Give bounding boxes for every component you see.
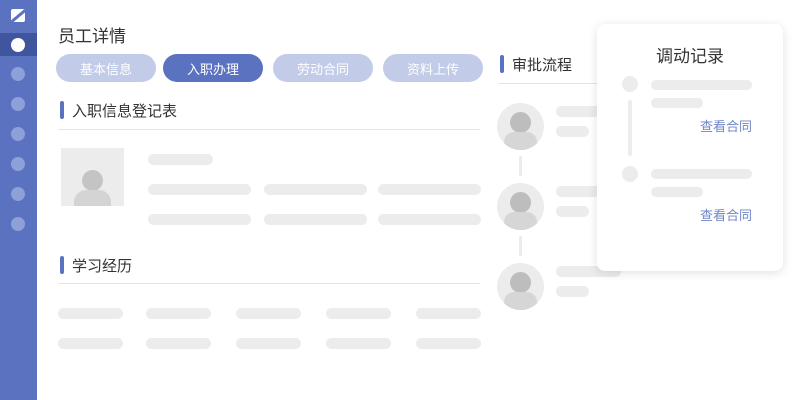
skeleton-line — [236, 338, 301, 349]
flow-connector — [519, 156, 522, 176]
section-marker — [60, 256, 64, 274]
skeleton-line — [556, 126, 589, 137]
flow-connector — [519, 236, 522, 256]
tab-document-upload[interactable]: 资料上传 — [383, 54, 483, 82]
section-title-education: 学习经历 — [72, 257, 133, 275]
skeleton-line — [326, 308, 391, 319]
skeleton-line — [148, 184, 251, 195]
timeline-dot — [622, 166, 638, 182]
tab-labor-contract[interactable]: 劳动合同 — [273, 54, 373, 82]
transfer-record-card: 调动记录 查看合同 查看合同 — [597, 24, 783, 271]
section-marker — [60, 101, 64, 119]
skeleton-line — [416, 308, 481, 319]
skeleton-line — [556, 286, 589, 297]
timeline-line — [628, 100, 632, 156]
skeleton-line — [148, 154, 213, 165]
approver-avatar — [497, 183, 544, 230]
skeleton-line — [58, 308, 123, 319]
skeleton-line — [378, 214, 481, 225]
skeleton-line — [556, 266, 621, 277]
skeleton-line — [264, 184, 367, 195]
skeleton-line — [326, 338, 391, 349]
skeleton-line — [416, 338, 481, 349]
divider — [58, 129, 480, 130]
skeleton-line — [556, 206, 589, 217]
page-title: 员工详情 — [58, 27, 126, 47]
skeleton-line — [146, 338, 211, 349]
section-marker — [500, 55, 504, 73]
sidebar-item-1[interactable] — [11, 38, 25, 52]
divider — [58, 283, 480, 284]
sidebar-item-3[interactable] — [11, 97, 25, 111]
divider — [498, 83, 608, 84]
tab-onboarding[interactable]: 入职办理 — [163, 54, 263, 82]
app-logo[interactable] — [11, 9, 25, 22]
skeleton-line — [236, 308, 301, 319]
sidebar-item-2[interactable] — [11, 67, 25, 81]
skeleton-line — [378, 184, 481, 195]
view-contract-link[interactable]: 查看合同 — [699, 209, 752, 224]
view-contract-link[interactable]: 查看合同 — [699, 120, 752, 135]
sidebar-item-6[interactable] — [11, 187, 25, 201]
skeleton-line — [651, 98, 703, 108]
approver-avatar — [497, 263, 544, 310]
card-title: 调动记录 — [656, 47, 724, 67]
skeleton-line — [651, 187, 703, 197]
skeleton-line — [556, 186, 621, 197]
person-icon — [82, 170, 103, 191]
skeleton-line — [264, 214, 367, 225]
skeleton-line — [556, 106, 621, 117]
skeleton-line — [651, 80, 752, 90]
skeleton-line — [146, 308, 211, 319]
section-title-approval: 审批流程 — [512, 56, 573, 74]
sidebar-item-7[interactable] — [11, 217, 25, 231]
person-icon-body — [74, 190, 111, 206]
skeleton-line — [651, 169, 752, 179]
section-title-registration: 入职信息登记表 — [72, 102, 178, 120]
sidebar — [0, 0, 37, 400]
approver-avatar — [497, 103, 544, 150]
sidebar-item-4[interactable] — [11, 127, 25, 141]
skeleton-line — [58, 338, 123, 349]
timeline-dot — [622, 76, 638, 92]
skeleton-line — [148, 214, 251, 225]
sidebar-item-5[interactable] — [11, 157, 25, 171]
tab-basic-info[interactable]: 基本信息 — [56, 54, 156, 82]
